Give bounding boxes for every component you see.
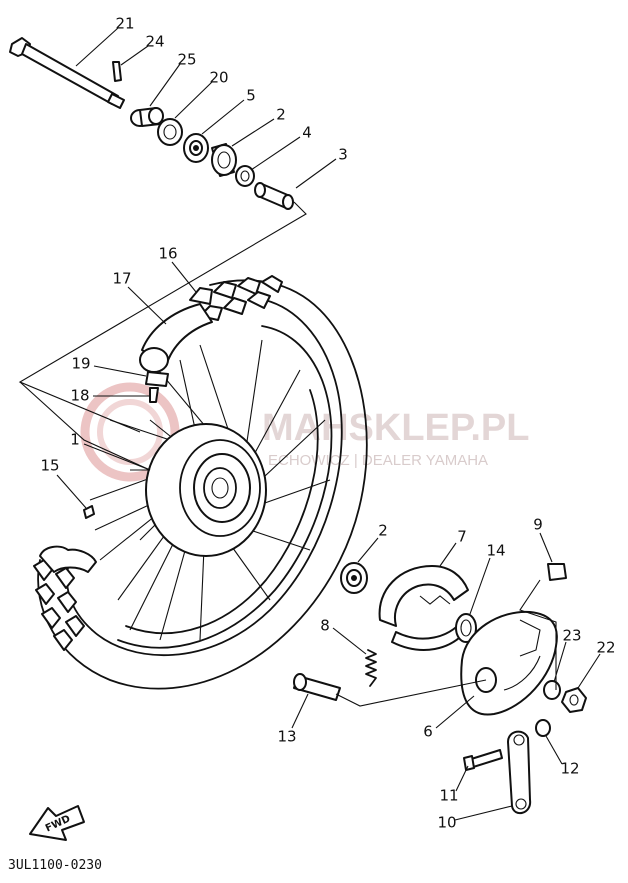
callout-16: 16 <box>158 244 178 263</box>
collar-part <box>130 107 164 127</box>
washer-part <box>543 680 561 700</box>
callout-6: 6 <box>423 722 433 741</box>
brake-shoe-part <box>378 565 471 651</box>
rim-band-part <box>145 371 169 387</box>
inner-tube-part <box>139 303 213 373</box>
callout-1: 1 <box>70 430 80 449</box>
callout-20: 20 <box>209 68 229 87</box>
spacer-flange-part <box>235 165 255 187</box>
wheel-assembly <box>19 261 368 690</box>
oil-seal-part <box>157 118 183 146</box>
brake-bearing-part <box>340 562 368 594</box>
callout-2b: 2 <box>378 521 388 540</box>
callout-15: 15 <box>40 456 60 475</box>
bearing-part <box>183 133 209 163</box>
callout-21: 21 <box>115 14 135 33</box>
callout-24: 24 <box>145 32 165 51</box>
watermark-ring-icon <box>80 382 180 482</box>
cap-part <box>547 563 567 581</box>
axle-assembly <box>9 27 337 433</box>
brake-spring-part <box>365 649 377 687</box>
callout-22: 22 <box>596 638 616 657</box>
cotter-pin-part <box>112 61 122 82</box>
spacer-part <box>254 182 294 210</box>
callout-18: 18 <box>70 386 90 405</box>
callout-11: 11 <box>439 786 459 805</box>
callout-19: 19 <box>71 354 91 373</box>
callout-12: 12 <box>560 759 580 778</box>
callout-14: 14 <box>486 541 506 560</box>
callout-7: 7 <box>457 527 467 546</box>
nut-part <box>561 687 587 713</box>
forward-arrow-icon <box>29 805 85 841</box>
bolt-part <box>463 749 503 771</box>
spoke-nipple-part <box>83 505 95 519</box>
callout-8: 8 <box>320 616 330 635</box>
callout-10: 10 <box>437 813 457 832</box>
callout-3: 3 <box>338 145 348 164</box>
callout-17: 17 <box>112 269 132 288</box>
camshaft-part <box>293 673 341 701</box>
callout-2a: 2 <box>276 105 286 124</box>
callout-13: 13 <box>277 727 297 746</box>
lock-nut-part <box>535 719 551 737</box>
callout-25: 25 <box>177 50 197 69</box>
callout-5a: 5 <box>246 86 256 105</box>
callout-4: 4 <box>302 123 312 142</box>
brake-arm-part <box>507 730 532 815</box>
callout-23: 23 <box>562 626 582 645</box>
bearing-part-2 <box>211 143 237 177</box>
axle-part <box>9 37 125 109</box>
valve-part <box>149 387 159 403</box>
callout-9: 9 <box>533 515 543 534</box>
watermark-title: MAHSKLEP.PL <box>262 407 530 449</box>
rim-part <box>117 325 333 649</box>
tire-part <box>37 279 368 690</box>
brake-assembly <box>291 532 601 821</box>
watermark-subtitle: ECHOWICZ | DEALER YAMAHA <box>268 452 489 469</box>
diagram-reference-code: 3UL1100-0230 <box>8 858 102 873</box>
hub-part <box>145 423 267 557</box>
brake-seal-part <box>455 613 477 643</box>
